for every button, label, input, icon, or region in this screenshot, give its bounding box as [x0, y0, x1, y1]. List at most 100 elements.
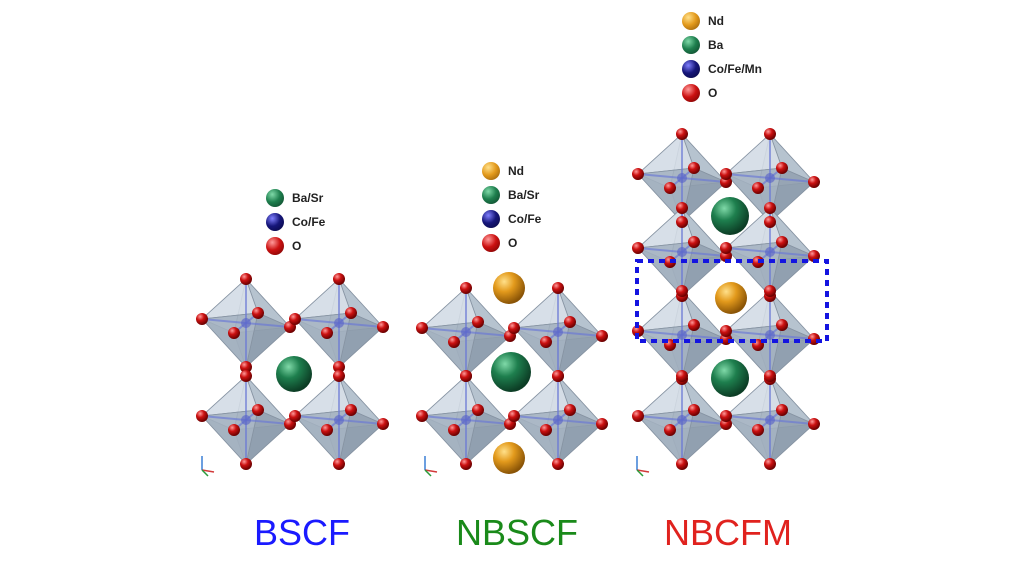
- axes-layer: [201, 456, 650, 477]
- oxygen-atom: [448, 424, 460, 436]
- legend-label: Nd: [708, 14, 724, 28]
- oxygen-atom: [596, 418, 608, 430]
- oxygen-atom: [333, 273, 345, 285]
- legend-label: O: [708, 86, 718, 100]
- oxygen-atom: [540, 424, 552, 436]
- oxygen-atom: [676, 202, 688, 214]
- oxygen-atom: [377, 321, 389, 333]
- oxygen-atom: [552, 370, 564, 382]
- b-site-atom: [677, 415, 687, 425]
- caption-bscf: BSCF: [253, 512, 350, 553]
- oxygen-atom: [764, 202, 776, 214]
- oxygen-atom: [764, 128, 776, 140]
- oxygen-atom: [688, 319, 700, 331]
- b-site-atom: [461, 415, 471, 425]
- oxygen-atom: [552, 282, 564, 294]
- oxygen-atom: [596, 330, 608, 342]
- oxygen-atom: [688, 162, 700, 174]
- oxygen-atom: [776, 404, 788, 416]
- b-site-atom: [765, 173, 775, 183]
- oxygen-atom: [764, 285, 776, 297]
- nd-atom: [493, 272, 525, 304]
- oxygen-atom: [228, 327, 240, 339]
- a-site-atom: [491, 352, 531, 392]
- oxygen-atom: [564, 316, 576, 328]
- caption-nbscf: NBSCF: [455, 512, 578, 553]
- legend-label: O: [292, 239, 302, 253]
- oxygen-atom: [664, 424, 676, 436]
- legend-item: O: [266, 234, 325, 258]
- oxygen-atom: [676, 216, 688, 228]
- oxygen-atom: [416, 322, 428, 334]
- legend-item: Ba: [682, 33, 762, 57]
- legend-item: Co/Fe: [482, 207, 541, 231]
- nd-atom: [493, 442, 525, 474]
- legend-label: Co/Fe: [292, 215, 326, 229]
- axis-line: [636, 469, 644, 477]
- oxygen-atom: [228, 424, 240, 436]
- oxygen-atom: [508, 322, 520, 334]
- oxygen-atom: [460, 458, 472, 470]
- legend-bscf: Ba/Sr Co/Fe O: [266, 186, 325, 258]
- legend-label: Ba/Sr: [292, 191, 324, 205]
- oxygen-atom: [321, 327, 333, 339]
- axis-line: [201, 469, 215, 473]
- b-site-atom: [334, 415, 344, 425]
- axis-line: [201, 469, 209, 477]
- oxygen-atom: [345, 404, 357, 416]
- co-fe-atom-icon: [482, 210, 500, 228]
- oxygen-atom: [540, 336, 552, 348]
- ba-atom-icon: [682, 36, 700, 54]
- legend-item: Nd: [482, 159, 541, 183]
- oxygen-atom: [632, 242, 644, 254]
- oxygen-atom: [676, 458, 688, 470]
- oxygen-atom: [720, 168, 732, 180]
- oxygen-atom: [632, 410, 644, 422]
- oxygen-atom: [460, 282, 472, 294]
- a-site-atom: [711, 359, 749, 397]
- legend-label: Ba/Sr: [508, 188, 540, 202]
- legend-nbcfm: Nd Ba Co/Fe/Mn O: [682, 9, 762, 105]
- b-site-atom: [677, 173, 687, 183]
- oxygen-atom: [764, 216, 776, 228]
- oxygen-atom: [720, 325, 732, 337]
- b-site-atom: [241, 318, 251, 328]
- oxygen-atom: [333, 361, 345, 373]
- oxygen-atom: [240, 273, 252, 285]
- oxygen-atom: [252, 404, 264, 416]
- ba-sr-atom-icon: [266, 189, 284, 207]
- oxygen-atom: [289, 410, 301, 422]
- layer-highlight-box: [635, 259, 829, 343]
- legend-item: Co/Fe: [266, 210, 325, 234]
- oxygen-atom: [333, 458, 345, 470]
- b-site-atom: [334, 318, 344, 328]
- oxygen-atom: [808, 418, 820, 430]
- b-site-atom: [677, 330, 687, 340]
- b-site-atom: [677, 247, 687, 257]
- oxygen-atom: [196, 313, 208, 325]
- oxygen-atom: [752, 424, 764, 436]
- legend-label: Co/Fe/Mn: [708, 62, 762, 76]
- oxygen-atom: [808, 176, 820, 188]
- nd-atom-icon: [482, 162, 500, 180]
- oxygen-atom: [776, 319, 788, 331]
- oxygen-atom: [776, 162, 788, 174]
- legend-item: O: [482, 231, 541, 255]
- oxygen-atom: [676, 285, 688, 297]
- oxygen-atom-icon: [482, 234, 500, 252]
- oxygen-atom: [676, 370, 688, 382]
- axis-line: [424, 469, 438, 473]
- oxygen-atom: [776, 236, 788, 248]
- a-site-atom: [711, 197, 749, 235]
- oxygen-atom: [240, 361, 252, 373]
- oxygen-atom: [688, 236, 700, 248]
- legend-nbscf: Nd Ba/Sr Co/Fe O: [482, 159, 541, 255]
- legend-label: O: [508, 236, 518, 250]
- axis-line: [424, 469, 432, 477]
- b-site-atom: [461, 327, 471, 337]
- oxygen-atom: [764, 370, 776, 382]
- co-fe-mn-atom-icon: [682, 60, 700, 78]
- co-fe-atom-icon: [266, 213, 284, 231]
- oxygen-atom: [720, 242, 732, 254]
